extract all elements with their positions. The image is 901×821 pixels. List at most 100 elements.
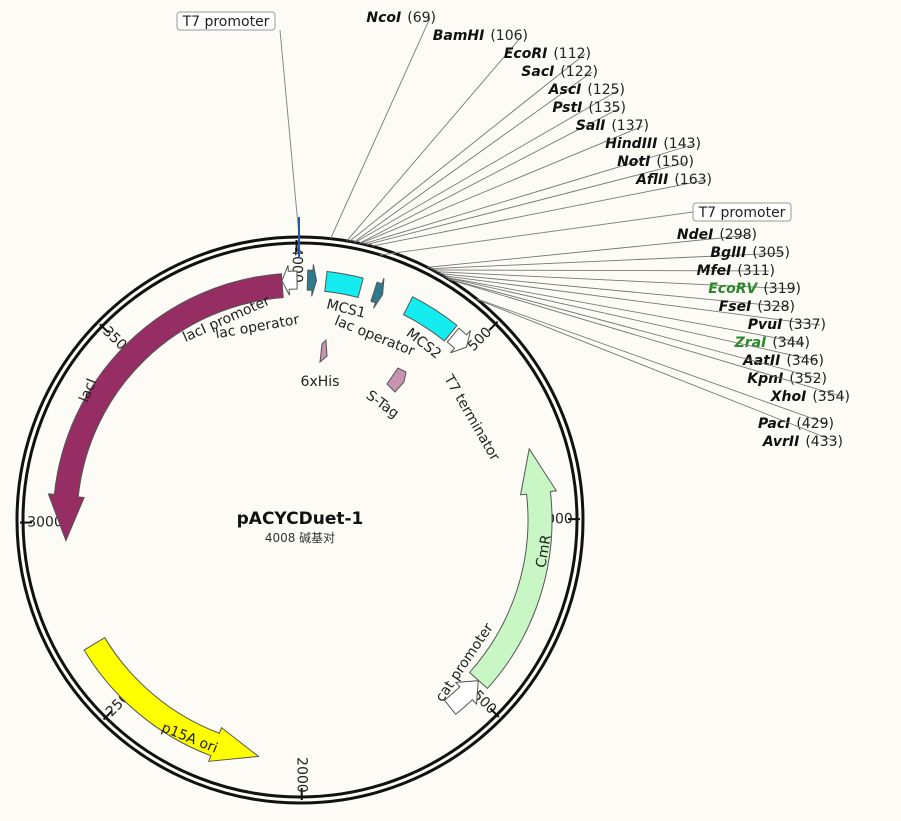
leader-line	[379, 211, 694, 256]
enzyme-kpni[interactable]: KpnI (352)	[448, 278, 827, 387]
enzyme-name: SacI	[521, 64, 554, 80]
feature-laci[interactable]	[47, 273, 284, 542]
enzyme-label: AatII(346)	[742, 353, 824, 369]
feature-p15a-ori[interactable]	[83, 637, 260, 762]
feature-t7-terminator[interactable]	[446, 327, 472, 354]
feature-lac-operator-1[interactable]	[306, 264, 318, 297]
feature-mcs1[interactable]	[324, 270, 364, 299]
cmr-shape	[468, 447, 558, 690]
feature-mcs2[interactable]	[402, 296, 458, 342]
s-tag-label: S-Tag	[363, 388, 402, 422]
enzyme-hindiii[interactable]: HindIII(143)	[362, 136, 701, 245]
enzyme-name: MfeI	[697, 263, 732, 279]
label-box	[176, 11, 276, 31]
leader-line	[279, 29, 300, 237]
enzyme-label: ZraI(344)	[734, 335, 810, 351]
enzyme-leader	[354, 89, 620, 243]
enzyme-position: (150)	[656, 154, 694, 170]
enzyme-name: NcoI	[366, 10, 401, 26]
p15a-ori-shape	[83, 637, 260, 762]
enzyme-paci[interactable]: PacI(429)	[476, 298, 834, 432]
t7-promoter-label: T7 promoter	[698, 205, 786, 221]
enzyme-leader	[359, 107, 621, 244]
enzyme-leader	[330, 17, 431, 239]
tick-label: 2000	[293, 757, 309, 793]
enzyme-name: PstI	[552, 100, 582, 116]
enzyme-noti[interactable]: NotI (150)	[365, 154, 694, 246]
enzyme-position: (429)	[796, 416, 834, 432]
t7-promoter-box[interactable]: T7 promoter	[176, 11, 300, 237]
enzyme-leader	[476, 298, 829, 425]
enzyme-label: HindIII(143)	[605, 136, 701, 152]
enzyme-xhoi[interactable]: XhoI(354)	[448, 279, 850, 405]
enzyme-label: AscI(125)	[548, 82, 625, 98]
enzyme-position: (106)	[490, 28, 528, 44]
lac-operator-1-shape	[306, 264, 318, 297]
enzyme-leader	[445, 276, 805, 344]
tick-mark	[102, 710, 113, 721]
6xhis-label: 6xHis	[301, 374, 340, 390]
enzyme-position: (352)	[789, 371, 827, 387]
feature-6xhis[interactable]	[319, 338, 328, 364]
enzyme-psti[interactable]: PstI (135)	[359, 100, 626, 244]
plasmid-name: pACYCDuet-1	[237, 509, 364, 529]
enzyme-zrai[interactable]: ZraI(344)	[445, 276, 810, 351]
feature-lac-operator-2[interactable]	[370, 278, 385, 309]
enzyme-bglii[interactable]: BglII(305)	[430, 245, 790, 270]
enzyme-leader	[445, 277, 819, 362]
feature-laci-promoter[interactable]	[281, 265, 298, 296]
enzyme-name: BamHI	[433, 28, 485, 44]
enzyme-bamhi[interactable]: BamHI (106)	[346, 28, 528, 242]
enzyme-leader	[353, 71, 593, 243]
enzyme-leader	[430, 252, 785, 270]
enzyme-asci[interactable]: AscI(125)	[354, 82, 625, 243]
enzyme-ecori[interactable]: EcoRI(112)	[349, 46, 591, 242]
enzyme-leader	[477, 299, 838, 443]
enzyme-leader	[349, 53, 586, 242]
enzyme-pvui[interactable]: PvuI(337)	[442, 275, 826, 333]
enzyme-saci[interactable]: SacI(122)	[353, 64, 598, 243]
enzyme-label: NdeI(298)	[677, 227, 757, 243]
enzyme-aflii[interactable]: AflII(163)	[371, 172, 712, 247]
enzyme-leader	[427, 234, 752, 268]
laci-shape	[47, 273, 284, 542]
enzyme-sali[interactable]: SalI(137)	[360, 118, 649, 244]
enzyme-position: (135)	[588, 100, 626, 116]
enzyme-position: (354)	[812, 389, 850, 405]
enzyme-position: (346)	[786, 353, 824, 369]
enzyme-label: PstI (135)	[552, 100, 626, 116]
enzyme-name: AflII	[635, 172, 668, 188]
enzyme-name: PvuI	[748, 317, 783, 333]
enzyme-leader	[432, 269, 770, 272]
enzyme-leader	[360, 125, 644, 244]
enzyme-position: (319)	[763, 281, 801, 297]
enzyme-fsei[interactable]: FseI(328)	[439, 273, 795, 315]
feature-cmr[interactable]	[468, 447, 558, 690]
enzyme-leader	[435, 271, 796, 290]
t7-terminator-label: T7 terminator	[440, 371, 503, 463]
enzyme-ecorv[interactable]: EcoRV (319)	[435, 271, 801, 297]
enzyme-ncoi[interactable]: NcoI(69)	[330, 10, 436, 239]
feature-s-tag[interactable]	[386, 367, 407, 393]
enzyme-position: (125)	[587, 82, 625, 98]
t7-promoter-box[interactable]: T7 promoter	[379, 202, 792, 256]
t7-terminator-shape	[446, 327, 472, 354]
enzyme-aatii[interactable]: AatII(346)	[445, 277, 824, 369]
enzyme-position: (433)	[805, 434, 843, 450]
enzyme-position: (305)	[752, 245, 790, 261]
enzyme-position: (137)	[611, 118, 649, 134]
enzyme-label: AflII(163)	[635, 172, 712, 188]
enzyme-ndei[interactable]: NdeI(298)	[427, 227, 757, 268]
enzyme-label: SacI(122)	[521, 64, 598, 80]
enzyme-mfei[interactable]: MfeI(311)	[432, 263, 775, 279]
feature-cat-promoter[interactable]	[443, 680, 479, 715]
enzyme-name: NotI	[617, 154, 650, 170]
enzyme-name: KpnI	[747, 371, 783, 387]
tick-mark	[99, 323, 110, 334]
enzyme-leader	[371, 179, 707, 247]
enzyme-avrii[interactable]: AvrII(433)	[477, 299, 843, 450]
plasmid-size: 4008 碱基对	[265, 531, 335, 545]
enzyme-position: (344)	[772, 335, 810, 351]
enzyme-leader	[448, 278, 822, 380]
enzyme-name: EcoRV	[708, 281, 758, 297]
